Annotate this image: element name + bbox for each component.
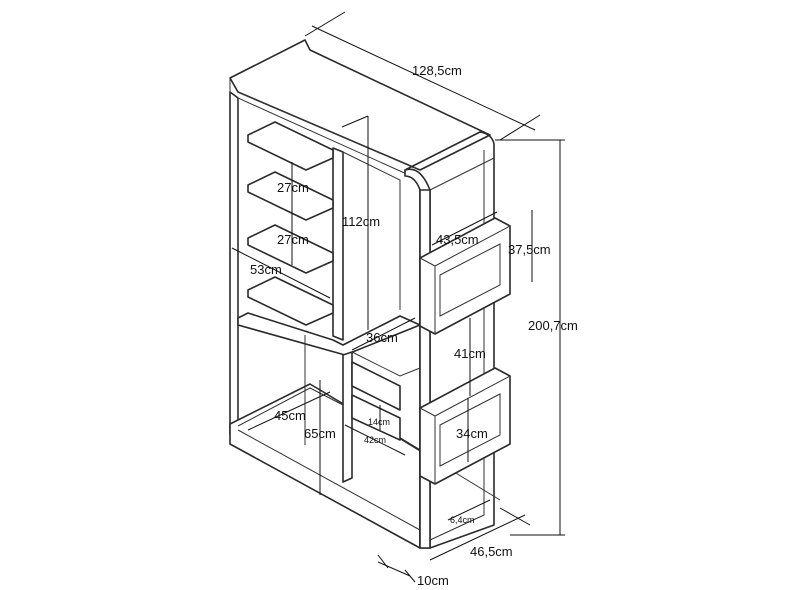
lower-cube — [419, 367, 511, 485]
left-side-panel — [229, 91, 239, 439]
dim-depth-tick — [499, 507, 531, 526]
label-lower-height: 65cm — [304, 426, 336, 441]
plinth-edge — [237, 429, 421, 531]
drawer-lower-box — [351, 394, 401, 441]
label-lower-width: 45cm — [274, 408, 306, 423]
dim-drawer-width-line — [344, 424, 406, 456]
lower-divider — [342, 351, 353, 483]
dim-thickness-line — [447, 499, 491, 521]
right-tower-front — [419, 189, 431, 549]
lower-cube-opening — [439, 393, 501, 467]
label-plinth: 10cm — [417, 573, 449, 588]
shelf-4 — [247, 276, 334, 326]
label-drawer-width: 42cm — [364, 435, 386, 445]
label-drawer-height: 14cm — [368, 417, 390, 427]
drawer-top — [351, 351, 421, 377]
label-height: 200,7cm — [528, 318, 578, 333]
label-width: 128,5cm — [412, 63, 462, 78]
bottom-plinth — [229, 383, 421, 549]
lower-floor-edge — [237, 387, 344, 427]
drawer-front — [351, 361, 401, 411]
label-upper-height: 112cm — [342, 214, 380, 229]
dim-shelf-depth-line — [231, 247, 331, 299]
label-cube-height: 37,5cm — [508, 242, 551, 257]
label-shelf-depth: 53cm — [250, 262, 282, 277]
label-shelf-gap-1: 27cm — [277, 180, 309, 195]
dim-center-width-line — [351, 317, 416, 351]
dim-lower-width-line — [247, 391, 331, 431]
dim-depth-line — [429, 514, 526, 561]
middle-divider — [332, 147, 344, 341]
label-depth: 46,5cm — [470, 544, 513, 559]
shelf-3 — [247, 224, 334, 274]
dim-plinth-line — [377, 561, 411, 577]
dim-cube-width-line — [431, 211, 498, 246]
dim-width-tick-1 — [304, 11, 346, 37]
top-panel-edge — [237, 91, 421, 171]
dim-plinth-tick-2 — [404, 569, 416, 583]
right-tower-outline — [404, 131, 495, 549]
dim-upper-height-tick — [341, 115, 369, 128]
dim-width-line — [311, 25, 536, 131]
upper-cube — [419, 217, 511, 335]
label-panel-thickness: 6,4cm — [450, 515, 475, 525]
label-cube-gap: 41cm — [454, 346, 486, 361]
dim-plinth-tick-1 — [377, 554, 389, 569]
middle-divider-back — [342, 151, 401, 310]
label-cube-width: 43,5cm — [436, 232, 479, 247]
label-center-width: 36cm — [366, 330, 398, 345]
label-lower-cube-height: 34cm — [456, 426, 488, 441]
right-tower-top — [429, 157, 495, 191]
label-shelf-gap-2: 27cm — [277, 232, 309, 247]
dim-width-tick-2 — [499, 114, 541, 141]
floor-back-edge — [309, 383, 501, 501]
shelf-2 — [247, 171, 334, 221]
upper-cube-opening — [439, 243, 501, 317]
shelf-1 — [247, 121, 334, 171]
